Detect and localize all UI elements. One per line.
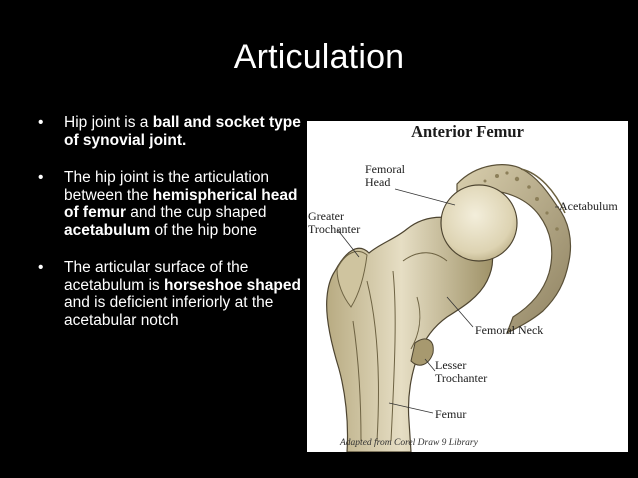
bullet-bold-text: ball and socket type of synovial joint. xyxy=(64,114,301,149)
femur-illustration: Anterior Femur Femoral Head Greater Troc… xyxy=(307,121,628,452)
femur-texture xyxy=(352,252,448,442)
femoral-head-shape xyxy=(440,184,518,262)
bullet-bold-text: horseshoe shaped xyxy=(163,276,301,294)
figure-credit: Adapted from Corel Draw 9 Library xyxy=(340,438,478,448)
bullet-dot: • xyxy=(38,114,44,131)
slide-title: Articulation xyxy=(233,38,405,76)
bullet-item: • The articular surface of the acetabulu… xyxy=(36,259,310,329)
label-femur: Femur xyxy=(435,407,467,421)
label-greater-trochanter: Greater Trochanter xyxy=(308,209,361,236)
label-femoral-neck: Femoral Neck xyxy=(475,323,544,337)
bullet-text: Hip joint is a xyxy=(64,114,153,131)
acetabulum-rim xyxy=(520,168,566,214)
figure-title: Anterior Femur xyxy=(411,122,524,141)
label-femoral-head: Femoral Head xyxy=(365,162,405,189)
bullet-text: The articular surface of the acetabulum … xyxy=(64,259,249,294)
leader-lines xyxy=(336,188,559,414)
acetabulum-shape xyxy=(456,164,572,335)
bullet-list: • Hip joint is a ball and socket type of… xyxy=(36,114,310,349)
bullet-item: • The hip joint is the articulation betw… xyxy=(36,169,310,239)
bullet-bold-text: hemispherical head of femur xyxy=(64,186,298,222)
bullet-dot: • xyxy=(38,169,44,186)
bullet-text: of the hip bone xyxy=(150,221,258,239)
bullet-text: and is deficient inferiorly at the aceta… xyxy=(64,294,274,329)
femur-drawing xyxy=(326,164,572,452)
femur-shaft xyxy=(326,216,494,452)
lesser-trochanter-shape xyxy=(410,338,434,366)
bullet-text: The hip joint is the articulation betwee… xyxy=(64,169,270,204)
label-acetabulum: Acetabulum xyxy=(559,199,618,213)
acetabulum-texture xyxy=(483,171,559,231)
bullet-bold-text: acetabulum xyxy=(64,221,151,239)
label-lesser-trochanter: Lesser Trochanter xyxy=(435,358,488,385)
bullet-item: • Hip joint is a ball and socket type of… xyxy=(36,114,310,149)
bullet-text: and the cup shaped xyxy=(126,204,267,221)
greater-trochanter-shape xyxy=(336,251,368,308)
bullet-dot: • xyxy=(38,259,44,276)
